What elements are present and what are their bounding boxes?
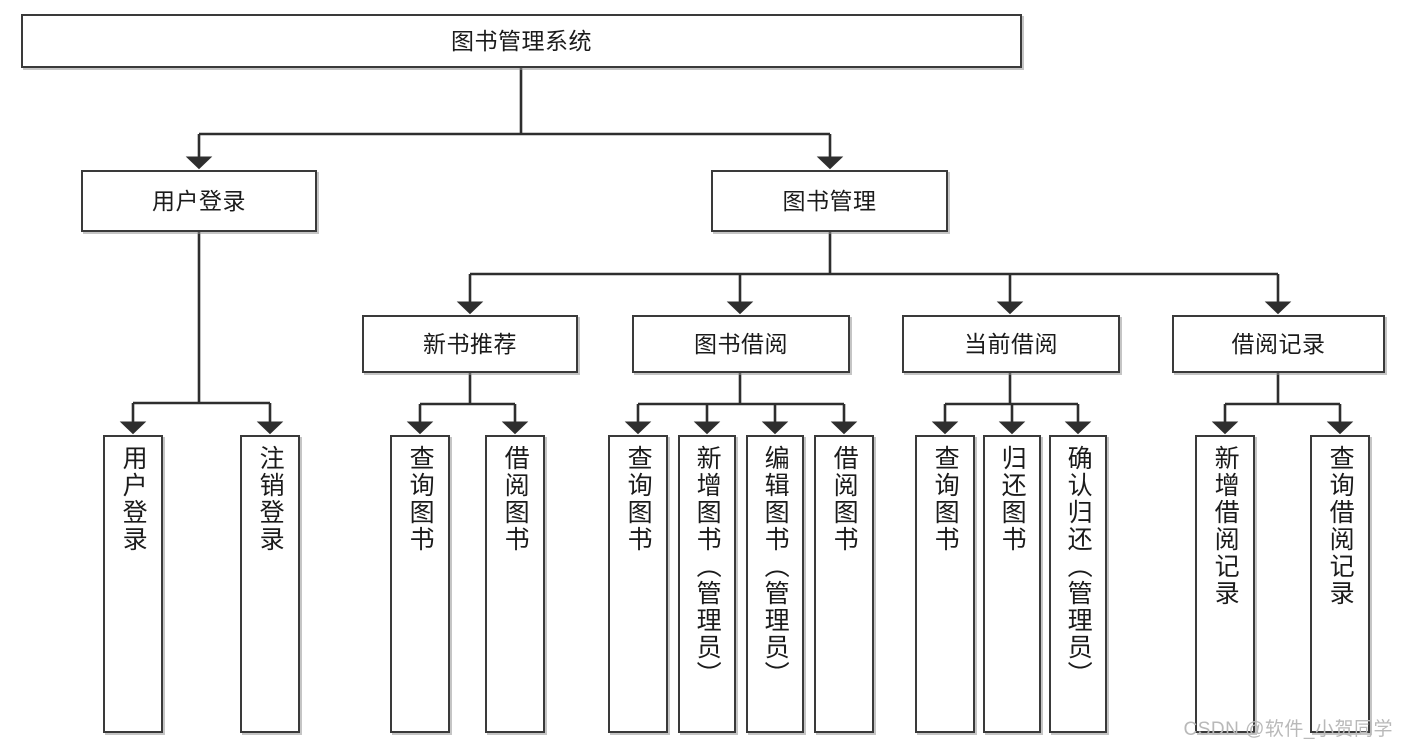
node-label: 查询图书 [624, 445, 653, 553]
leaf-query-borrow-record[interactable]: 查询借阅记录 [1310, 435, 1370, 733]
leaf-logout[interactable]: 注销登录 [240, 435, 300, 733]
node-label: 查询图书 [406, 445, 435, 553]
node-label: 借阅记录 [1231, 330, 1326, 357]
node-label: 图书管理系统 [451, 27, 592, 54]
leaf-return-book[interactable]: 归还图书 [983, 435, 1041, 733]
leaf-query-book-borrow[interactable]: 查询图书 [608, 435, 668, 733]
leaf-query-book-recommend[interactable]: 查询图书 [390, 435, 450, 733]
node-book-management[interactable]: 图书管理 [711, 170, 948, 232]
node-label: 用户登录 [152, 187, 246, 214]
node-label: 用户登录 [119, 445, 148, 553]
leaf-user-login[interactable]: 用户登录 [103, 435, 163, 733]
leaf-add-borrow-record[interactable]: 新增借阅记录 [1195, 435, 1255, 733]
node-label: 新增借阅记录 [1211, 445, 1240, 607]
node-label: 新增图书（管理员） [693, 445, 722, 688]
leaf-edit-book-admin[interactable]: 编辑图书（管理员） [746, 435, 804, 733]
leaf-confirm-return-admin[interactable]: 确认归还（管理员） [1049, 435, 1107, 733]
leaf-query-book-current[interactable]: 查询图书 [915, 435, 975, 733]
node-label: 查询借阅记录 [1326, 445, 1355, 607]
node-label: 确认归还（管理员） [1064, 445, 1093, 688]
node-label: 当前借阅 [964, 330, 1058, 357]
node-current-borrow[interactable]: 当前借阅 [902, 315, 1120, 373]
node-label: 编辑图书（管理员） [761, 445, 790, 688]
node-label: 归还图书 [998, 445, 1027, 553]
node-user-login[interactable]: 用户登录 [81, 170, 317, 232]
node-label: 借阅图书 [501, 445, 530, 553]
node-borrow-records[interactable]: 借阅记录 [1172, 315, 1385, 373]
leaf-borrow-book[interactable]: 借阅图书 [814, 435, 874, 733]
node-label: 图书管理 [782, 187, 877, 214]
node-label: 注销登录 [256, 445, 285, 553]
leaf-borrow-book-recommend[interactable]: 借阅图书 [485, 435, 545, 733]
node-book-borrow[interactable]: 图书借阅 [632, 315, 850, 373]
leaf-add-book-admin[interactable]: 新增图书（管理员） [678, 435, 736, 733]
node-label: 新书推荐 [423, 330, 517, 357]
node-new-book-recommend[interactable]: 新书推荐 [362, 315, 578, 373]
node-root[interactable]: 图书管理系统 [21, 14, 1022, 68]
node-label: 图书借阅 [694, 330, 788, 357]
node-label: 查询图书 [931, 445, 960, 553]
node-label: 借阅图书 [830, 445, 859, 553]
